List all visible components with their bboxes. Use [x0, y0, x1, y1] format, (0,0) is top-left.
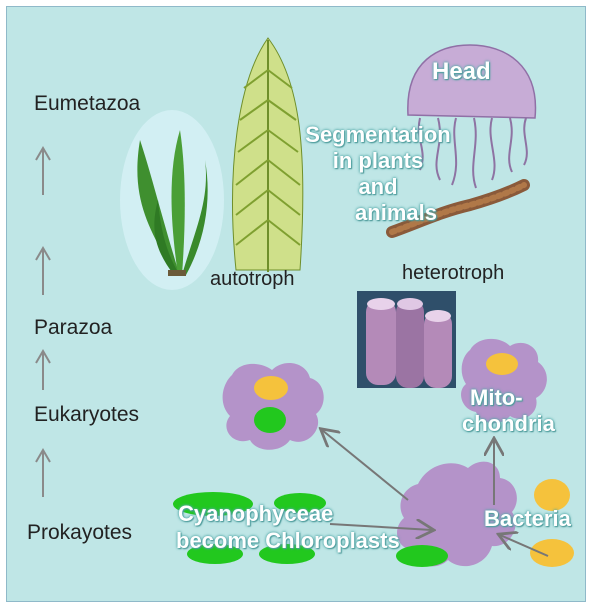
segmentation-line-2: in plants	[288, 148, 468, 174]
stage-label-eukaryotes: Eukaryotes	[34, 403, 139, 427]
mito-line-1: Mito-	[470, 385, 592, 411]
stage-arrow-4	[36, 450, 50, 497]
mitochondria-label: Mito- chondria	[462, 385, 592, 437]
segmentation-label: Segmentation in plants and animals	[288, 122, 468, 226]
stage-label-prokaryotes: Prokayotes	[27, 521, 132, 545]
stage-label-parazoa: Parazoa	[34, 316, 112, 340]
mito-line-2: chondria	[462, 411, 592, 437]
stage-label-eumetazoa: Eumetazoa	[34, 92, 140, 116]
cyano-line-2: become Chloroplasts	[176, 527, 466, 554]
sponge-icon	[357, 291, 456, 388]
heterotroph-label: heterotroph	[402, 262, 504, 285]
bacteria-label: Bacteria	[484, 506, 571, 532]
seaweed-icon	[120, 110, 224, 290]
segmentation-line-1: Segmentation	[288, 122, 468, 148]
autotroph-label: autotroph	[210, 268, 295, 291]
cyanophyceae-label: Cyanophyceae become Chloroplasts	[176, 500, 466, 554]
stage-arrow-3	[36, 351, 50, 390]
segmentation-line-4: animals	[324, 200, 468, 226]
eukaryote-cell	[223, 363, 324, 450]
cyano-line-1: Cyanophyceae	[178, 500, 466, 527]
stage-arrow-1	[36, 148, 50, 195]
stage-arrow-2	[36, 248, 50, 295]
head-label: Head	[432, 58, 491, 86]
segmentation-line-3: and	[288, 174, 468, 200]
